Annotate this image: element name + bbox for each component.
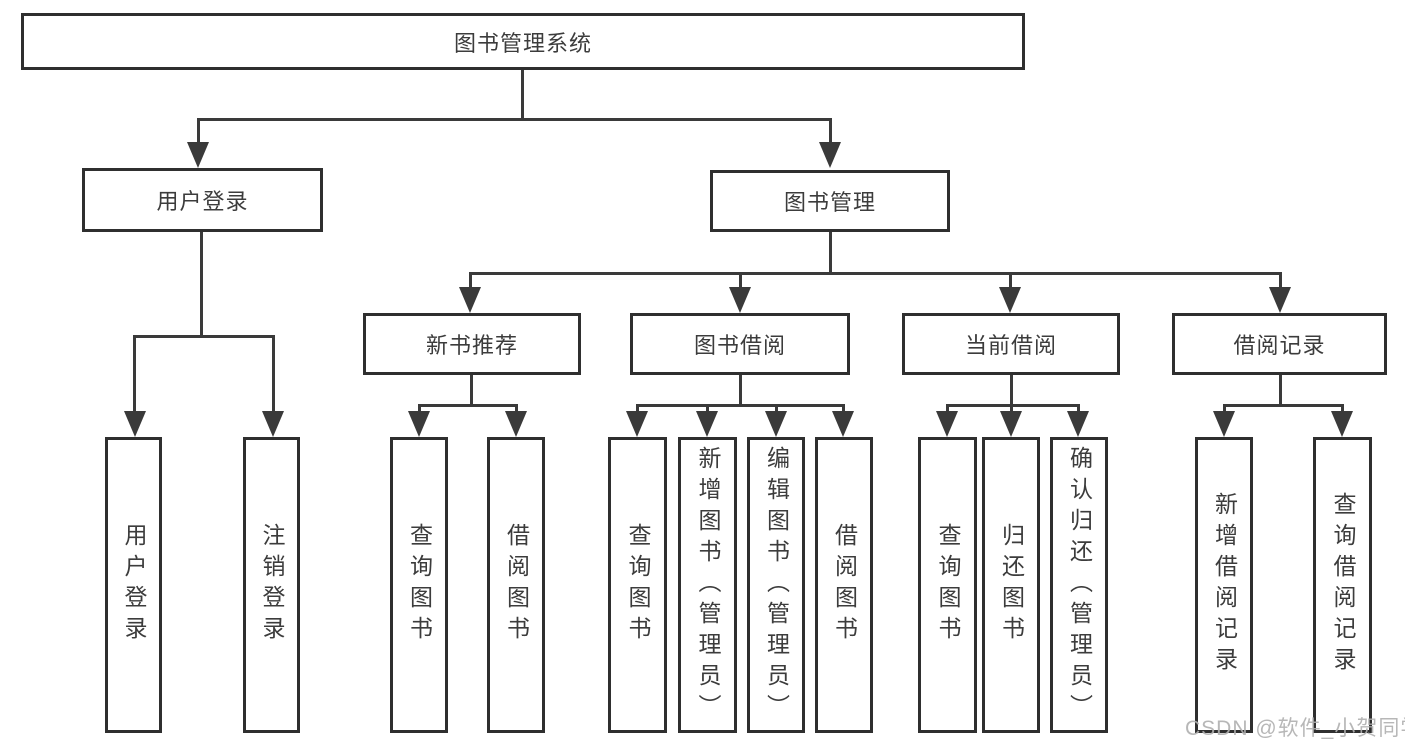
node-br-add-record: 新增借阅记录	[1195, 437, 1253, 733]
node-rec-query-books: 查询图书	[390, 437, 448, 733]
node-user-login-action: 用户登录	[105, 437, 162, 733]
connector-line	[1077, 404, 1080, 413]
connector-line	[829, 118, 832, 146]
connector-line	[1279, 375, 1282, 404]
csdn-watermark: CSDN @软件_小贺同学	[1185, 717, 1405, 740]
connector-line	[946, 404, 949, 413]
node-cb-query-books-label: 查询图书	[935, 523, 961, 647]
node-book-management: 图书管理	[710, 170, 950, 232]
node-logout: 注销登录	[243, 437, 300, 733]
node-br-add-record-label: 新增借阅记录	[1211, 492, 1238, 678]
connector-line	[636, 404, 639, 413]
connector-line	[197, 118, 200, 146]
connector-line	[469, 272, 472, 287]
node-current-borrowing-label: 当前借阅	[964, 333, 1057, 358]
connector-line	[1009, 272, 1012, 287]
node-new-book-recommend: 新书推荐	[363, 313, 581, 375]
node-book-borrowing: 图书借阅	[630, 313, 850, 375]
connector-line	[1010, 404, 1013, 413]
node-new-book-recommend-label: 新书推荐	[425, 333, 518, 358]
connector-line	[521, 70, 524, 118]
connector-line	[739, 272, 742, 287]
arrow-down-icon	[505, 411, 527, 437]
connector-line	[1223, 404, 1344, 407]
arrow-down-icon	[819, 142, 841, 168]
arrow-down-icon	[1213, 411, 1235, 437]
connector-line	[469, 272, 1282, 275]
connector-line	[272, 335, 275, 411]
connector-line	[515, 404, 518, 413]
arrow-down-icon	[1000, 411, 1022, 437]
node-br-query-record: 查询借阅记录	[1313, 437, 1372, 733]
node-bb-query-books: 查询图书	[608, 437, 667, 733]
connector-line	[829, 232, 832, 272]
node-book-management-label: 图书管理	[783, 190, 876, 215]
node-user-login-label: 用户登录	[156, 189, 249, 214]
arrow-down-icon	[696, 411, 718, 437]
connector-line	[842, 404, 845, 413]
connector-line	[133, 335, 136, 411]
connector-line	[1279, 272, 1282, 287]
arrow-down-icon	[729, 287, 751, 313]
arrow-down-icon	[187, 142, 209, 168]
connector-line	[775, 404, 778, 413]
arrow-down-icon	[936, 411, 958, 437]
node-book-borrowing-label: 图书借阅	[693, 333, 786, 358]
node-current-borrowing: 当前借阅	[902, 313, 1120, 375]
arrow-down-icon	[626, 411, 648, 437]
connector-line	[946, 404, 1080, 407]
connector-line	[197, 118, 832, 121]
node-bb-add-books-label: 新增图书（管理员）	[695, 445, 721, 725]
node-cb-return-books: 归还图书	[982, 437, 1040, 733]
node-bb-edit-books: 编辑图书（管理员）	[747, 437, 805, 733]
connector-line	[133, 335, 275, 338]
connector-line	[1010, 375, 1013, 404]
connector-line	[1341, 404, 1344, 413]
node-root-label: 图书管理系统	[453, 30, 592, 56]
node-logout-label: 注销登录	[259, 523, 285, 647]
arrow-down-icon	[1331, 411, 1353, 437]
arrow-down-icon	[408, 411, 430, 437]
arrow-down-icon	[459, 287, 481, 313]
arrow-down-icon	[1269, 287, 1291, 313]
node-bb-borrow-books-label: 借阅图书	[831, 523, 858, 647]
node-cb-confirm-return: 确认归还（管理员）	[1050, 437, 1108, 733]
node-bb-query-books-label: 查询图书	[625, 523, 651, 647]
node-user-login-action-label: 用户登录	[121, 523, 147, 647]
arrow-down-icon	[765, 411, 787, 437]
arrow-down-icon	[262, 411, 284, 437]
node-bb-add-books: 新增图书（管理员）	[678, 437, 737, 733]
node-rec-borrow-books: 借阅图书	[487, 437, 545, 733]
connector-line	[200, 232, 203, 335]
arrow-down-icon	[1067, 411, 1089, 437]
node-bb-edit-books-label: 编辑图书（管理员）	[763, 445, 790, 725]
connector-line	[1223, 404, 1226, 413]
arrow-down-icon	[999, 287, 1021, 313]
node-cb-query-books: 查询图书	[918, 437, 977, 733]
node-borrowing-records-label: 借阅记录	[1233, 333, 1326, 358]
arrow-down-icon	[124, 411, 146, 437]
node-rec-query-books-label: 查询图书	[406, 523, 433, 647]
connector-line	[418, 404, 518, 407]
node-cb-return-books-label: 归还图书	[998, 523, 1025, 647]
node-rec-borrow-books-label: 借阅图书	[503, 523, 530, 647]
connector-line	[636, 404, 845, 407]
node-bb-borrow-books: 借阅图书	[815, 437, 873, 733]
node-user-login: 用户登录	[82, 168, 323, 232]
node-br-query-record-label: 查询借阅记录	[1330, 492, 1356, 678]
arrow-down-icon	[832, 411, 854, 437]
connector-line	[739, 375, 742, 404]
connector-line	[706, 404, 709, 413]
node-root: 图书管理系统	[21, 13, 1025, 70]
node-cb-confirm-return-label: 确认归还（管理员）	[1066, 445, 1093, 725]
connector-line	[470, 375, 473, 404]
node-borrowing-records: 借阅记录	[1172, 313, 1387, 375]
connector-line	[418, 404, 421, 413]
